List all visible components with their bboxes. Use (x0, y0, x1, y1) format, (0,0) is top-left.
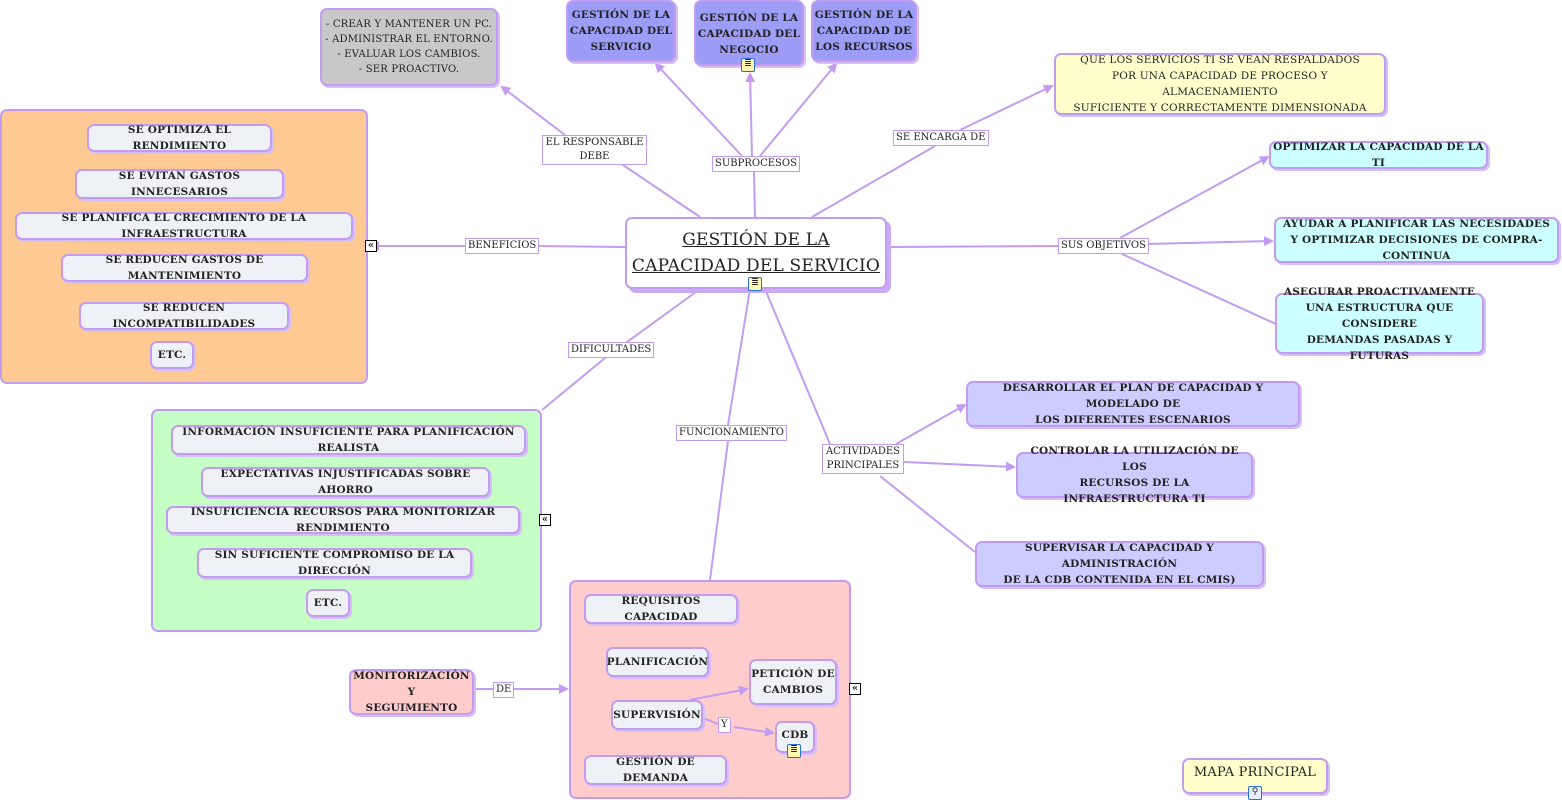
dificultad-item[interactable]: ETC. (306, 589, 350, 617)
encarga-node[interactable]: QUE LOS SERVICIOS TI SE VEAN RESPALDADOS… (1054, 53, 1386, 115)
link-subprocesos: SUBPROCESOS (712, 156, 800, 172)
actividad-item[interactable]: CONTROLAR LA UTILIZACIÓN DE LOS RECURSOS… (1016, 445, 1253, 505)
note-icon[interactable]: ≣ (787, 744, 801, 758)
beneficio-item[interactable]: SE PLANIFICA EL CRECIMIENTO DE LA INFRAE… (15, 212, 353, 240)
link-objetivos: SUS OBJETIVOS (1058, 238, 1149, 254)
responsable-tasks-node[interactable]: - CREAR Y MANTENER UN PC. - ADMINISTRAR … (320, 8, 498, 86)
beneficio-item[interactable]: SE REDUCEN INCOMPATIBILIDADES (79, 302, 289, 330)
funcionamiento-item[interactable]: PETICIÓN DE CAMBIOS (749, 659, 837, 705)
objetivo-item[interactable]: AYUDAR A PLANIFICAR LAS NECESIDADES Y OP… (1274, 217, 1559, 263)
subproceso-negocio-node[interactable]: GESTIÓN DE LA CAPACIDAD DEL NEGOCIO (694, 0, 804, 66)
submap-icon[interactable]: ⚲ (1248, 786, 1262, 800)
link-funcionamiento: FUNCIONAMIENTO (676, 425, 787, 441)
funcionamiento-item[interactable]: PLANIFICACIÓN (606, 647, 709, 677)
objetivo-item[interactable]: ASEGURAR PROACTIVAMENTE UNA ESTRUCTURA Q… (1275, 286, 1484, 362)
link-encarga: SE ENCARGA DE (893, 130, 989, 146)
actividad-item[interactable]: DESARROLLAR EL PLAN DE CAPACIDAD Y MODEL… (966, 381, 1300, 427)
collapse-icon[interactable]: « (365, 240, 377, 252)
note-icon[interactable]: ≣ (741, 58, 755, 72)
link-responsable: EL RESPONSABLE DEBE (542, 135, 647, 165)
collapse-icon[interactable]: « (539, 514, 551, 526)
subproceso-servicio-node[interactable]: GESTIÓN DE LA CAPACIDAD DEL SERVICIO (566, 0, 676, 62)
note-icon[interactable]: ≣ (748, 277, 762, 291)
subproceso-recursos-node[interactable]: GESTIÓN DE LA CAPACIDAD DE LOS RECURSOS (811, 0, 917, 62)
funcionamiento-item[interactable]: GESTIÓN DE DEMANDA (584, 755, 727, 785)
beneficio-item[interactable]: ETC. (150, 341, 194, 369)
dificultad-item[interactable]: INSUFICIENCIA RECURSOS PARA MONITORIZAR … (166, 506, 520, 534)
link-dificultades: DIFICULTADES (568, 342, 655, 358)
link-actividades: ACTIVIDADES PRINCIPALES (822, 444, 904, 474)
link-y: Y (718, 717, 731, 733)
funcionamiento-item[interactable]: SUPERVISIÓN (611, 700, 703, 730)
beneficio-item[interactable]: SE OPTIMIZA EL RENDIMIENTO (87, 124, 272, 152)
collapse-icon[interactable]: « (849, 683, 861, 695)
actividad-item[interactable]: SUPERVISAR LA CAPACIDAD Y ADMINISTRACIÓN… (975, 541, 1264, 587)
dificultad-item[interactable]: SIN SUFICIENTE COMPROMISO DE LA DIRECCIÓ… (197, 548, 472, 578)
dificultad-item[interactable]: EXPECTATIVAS INJUSTIFICADAS SOBRE AHORRO (201, 467, 490, 497)
beneficio-item[interactable]: SE REDUCEN GASTOS DE MANTENIMIENTO (61, 254, 308, 282)
link-beneficios: BENEFICIOS (465, 238, 540, 254)
monitorizacion-node[interactable]: MONITORIZACIÓN Y SEGUIMIENTO (349, 669, 474, 715)
link-de: DE (493, 682, 515, 698)
dificultad-item[interactable]: INFORMACIÓN INSUFICIENTE PARA PLANIFICAC… (171, 425, 526, 455)
beneficio-item[interactable]: SE EVITAN GASTOS INNECESARIOS (75, 169, 284, 199)
funcionamiento-item[interactable]: REQUISITOS CAPACIDAD (584, 594, 738, 624)
objetivo-item[interactable]: OPTIMIZAR LA CAPACIDAD DE LA TI (1269, 141, 1488, 169)
